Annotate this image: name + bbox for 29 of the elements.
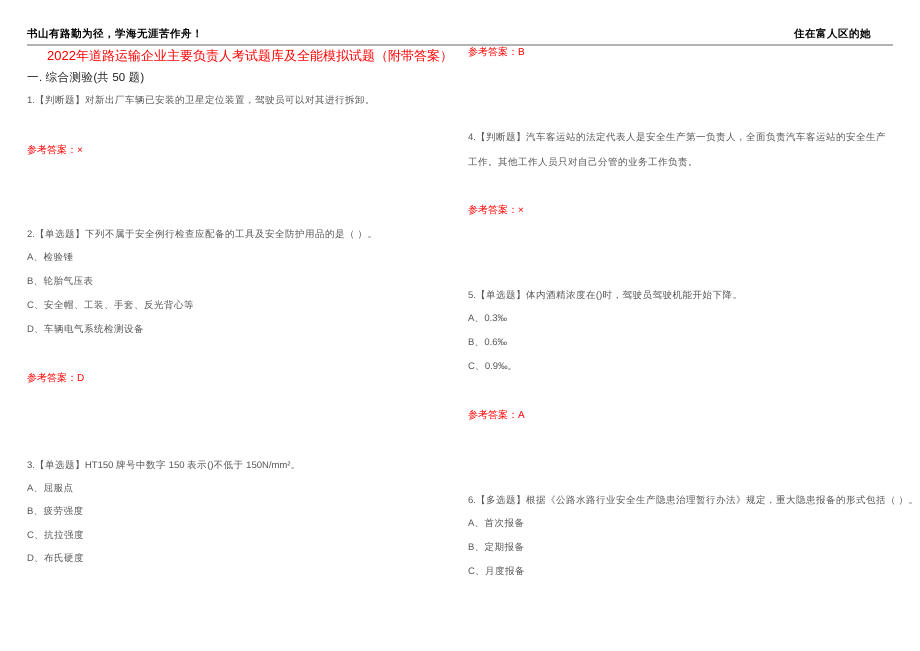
question-text: 3.【单选题】HT150 牌号中数字 150 表示()不低于 150N/mm²。 — [27, 459, 301, 473]
header-text: 住在富人区的她 — [794, 27, 871, 41]
option-text: B、疲劳强度 — [27, 505, 84, 519]
question-text: 5.【单选题】体内酒精浓度在()时，驾驶员驾驶机能开始下降。 — [468, 289, 742, 303]
option-text: A、检验锤 — [27, 251, 74, 265]
section-heading: 一. 综合测验(共 50 题) — [27, 70, 144, 86]
option-text: D、车辆电气系统检测设备 — [27, 323, 144, 337]
option-text: B、轮胎气压表 — [27, 275, 94, 289]
header-text: 书山有路勤为径，学海无涯苦作舟！ — [27, 27, 203, 41]
option-text: A、0.3‰ — [468, 312, 508, 326]
option-text: C、0.9‰。 — [468, 360, 518, 374]
option-text: D、布氏硬度 — [27, 552, 84, 566]
page-title: 2022年道路运输企业主要负责人考试题库及全能模拟试题（附带答案） — [47, 48, 453, 64]
question-text: 4.【判断题】汽车客运站的法定代表人是安全生产第一负责人，全面负责汽车客运站的安全生产工作。其他工作人员只对自己分管的业务工作负责。 — [468, 131, 887, 170]
option-text: C、抗拉强度 — [27, 529, 84, 543]
question-text: 2.【单选题】下列不属于安全例行检查应配备的工具及安全防护用品的是（ ）。 — [27, 228, 378, 242]
option-text: A、屈服点 — [27, 482, 74, 496]
answer-text: 参考答案：× — [468, 204, 524, 218]
question-text: 1.【判断题】对新出厂车辆已安装的卫星定位装置，驾驶员可以对其进行拆卸。 — [27, 94, 375, 108]
option-text: C、安全帽、工装、手套、反光背心等 — [27, 299, 194, 313]
option-text: C、月度报备 — [468, 565, 525, 579]
option-text: B、0.6‰ — [468, 336, 508, 350]
option-text: A、首次报备 — [468, 517, 524, 531]
answer-text: 参考答案：A — [468, 409, 525, 423]
answer-text: 参考答案：D — [27, 372, 84, 386]
question-text: 6.【多选题】根据《公路水路行业安全生产隐患治理暂行办法》规定，重大隐患报备的形式包括（ ）。 — [468, 494, 919, 508]
answer-text: 参考答案：B — [468, 46, 525, 60]
option-text: B、定期报备 — [468, 541, 524, 555]
answer-text: 参考答案：× — [27, 144, 83, 158]
